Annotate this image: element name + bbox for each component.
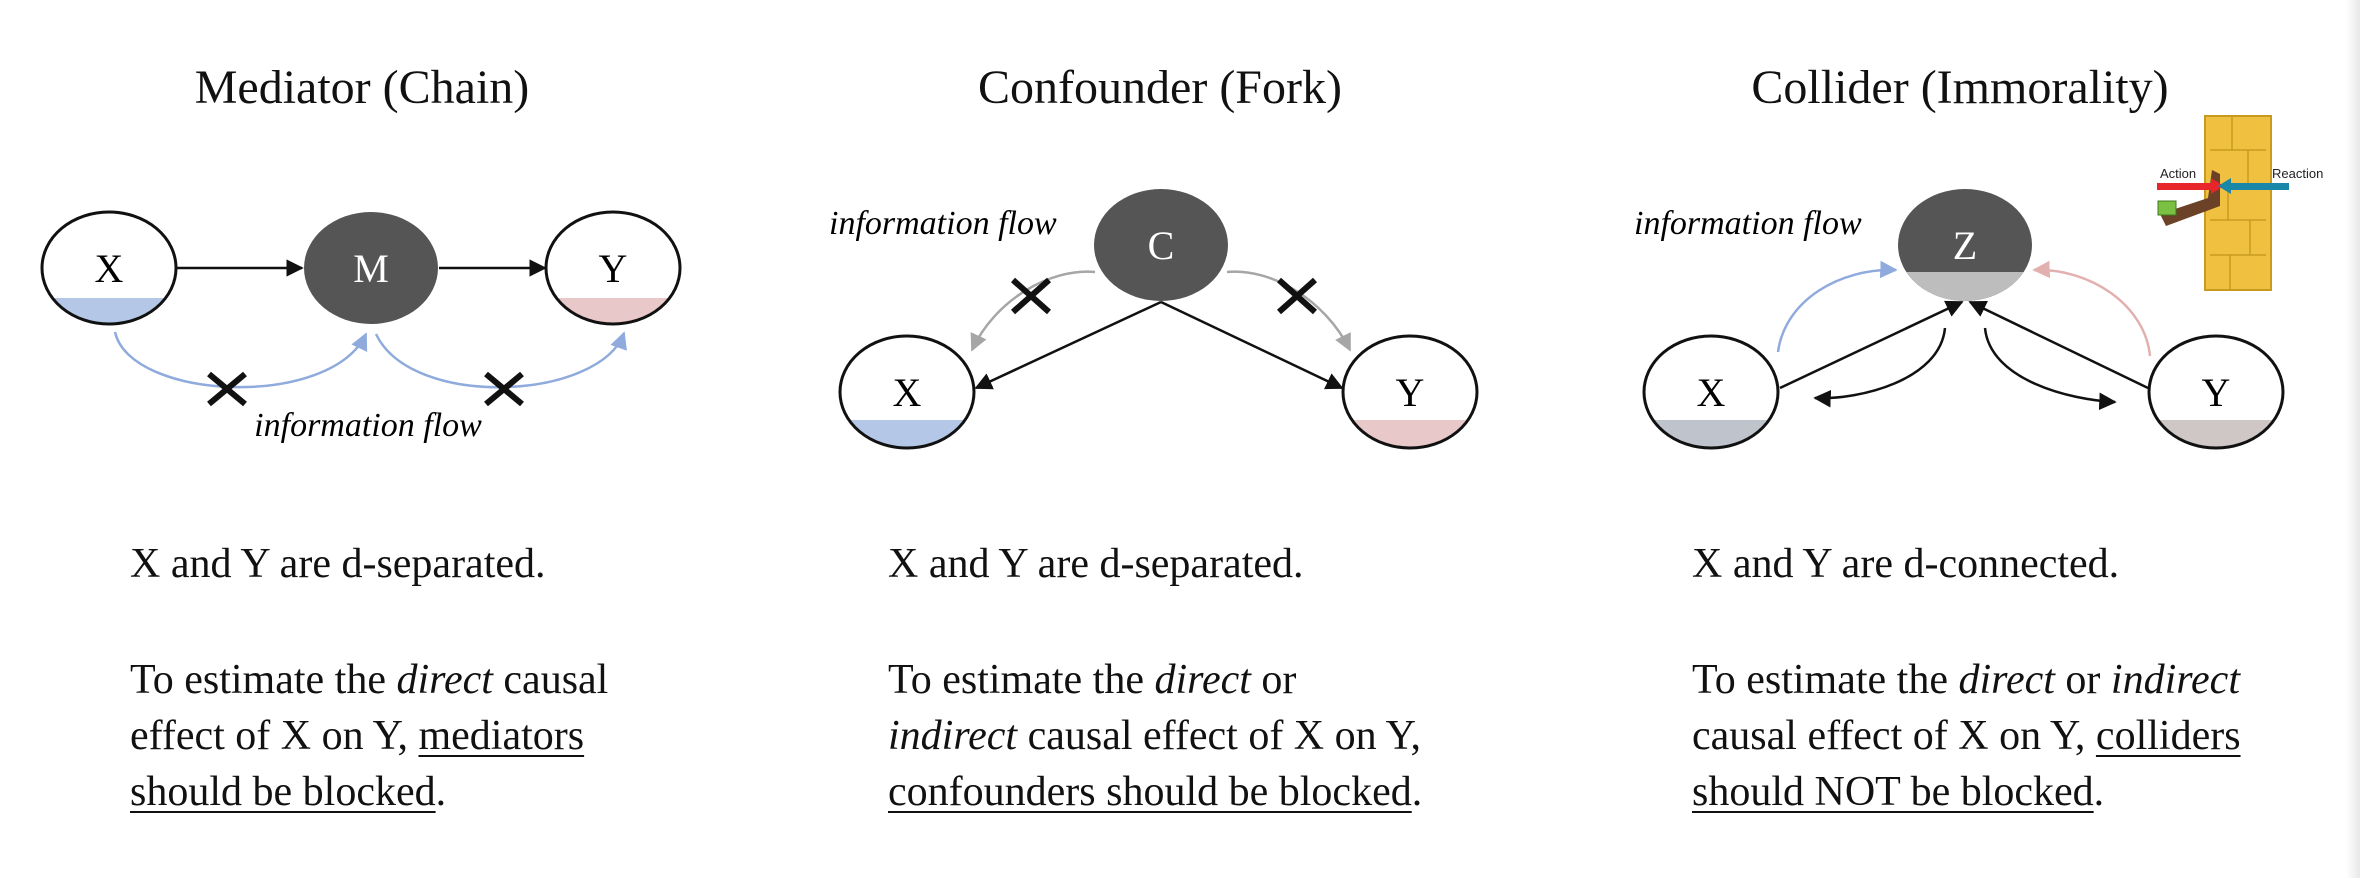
- collider-flow-x-z: [1776, 260, 1898, 353]
- mediator-node-m: M: [304, 212, 438, 324]
- confounder-flow-c-x: [970, 270, 1096, 352]
- mediator-flow-m-y: [374, 331, 627, 389]
- action-arrow-shaft: [2157, 183, 2213, 190]
- mediator-node-x: X: [40, 210, 178, 326]
- mediator-diagram: X M Y information flow: [40, 210, 682, 444]
- confounder-block-mark-left: [1011, 277, 1051, 315]
- mediator-block-mark-left: [207, 371, 247, 407]
- collider-curve-z-x: [1813, 327, 1947, 408]
- collider-node-x: X: [1642, 334, 1780, 450]
- confounder-node-c: C: [1094, 189, 1228, 301]
- confounder-diagram: C X Y information flow: [829, 189, 1479, 450]
- collider-arrow-y-z: [1968, 300, 2149, 390]
- confounder-node-y-label: Y: [1396, 370, 1425, 415]
- confounder-node-c-label: C: [1148, 223, 1175, 268]
- mediator-flow-label: information flow: [254, 407, 482, 444]
- mediator-block-mark-right: [484, 371, 524, 407]
- action-label: Action: [2160, 166, 2196, 181]
- collider-node-z-label: Z: [1953, 223, 1977, 268]
- collider-flow-y-z: [2032, 260, 2152, 357]
- collider-summary: X and Y are d-connected.: [1692, 541, 2120, 587]
- collider-diagram: Z X Y information flow: [1634, 115, 2323, 450]
- panel-title-confounder: Confounder (Fork): [978, 61, 1342, 114]
- confounder-arrow-c-x: [974, 300, 1162, 390]
- panel-confounder: Confounder (Fork) C X: [760, 0, 1560, 878]
- reaction-arrowhead: [2218, 178, 2231, 194]
- collider-estimate: To estimate the direct or indirect causa…: [1692, 657, 2241, 815]
- action-reaction-illustration: Action Reaction: [2157, 115, 2323, 291]
- confounder-arrow-c-y: [1160, 300, 1344, 390]
- page-edge-shadow: [2346, 0, 2360, 878]
- panel-mediator: Mediator (Chain) X M: [0, 0, 760, 878]
- mediator-node-x-label: X: [95, 246, 124, 291]
- collider-node-y-label: Y: [2202, 370, 2231, 415]
- mediator-estimate: To estimate the direct causal effect of …: [130, 657, 609, 815]
- reaction-arrow-shaft: [2229, 183, 2289, 190]
- collider-arrow-x-z: [1779, 300, 1964, 390]
- collider-flow-label: information flow: [1634, 205, 1862, 242]
- confounder-node-y: Y: [1341, 334, 1479, 450]
- confounder-summary: X and Y are d-separated.: [888, 541, 1304, 587]
- reaction-label: Reaction: [2272, 166, 2323, 181]
- confounder-estimate: To estimate the direct or indirect causa…: [888, 657, 1423, 815]
- panel-title-mediator: Mediator (Chain): [194, 61, 530, 114]
- confounder-node-x: X: [838, 334, 976, 450]
- confounder-flow-c-y: [1226, 270, 1352, 352]
- collider-node-x-label: X: [1697, 370, 1726, 415]
- mediator-node-y: Y: [544, 210, 682, 326]
- collider-node-z: Z: [1898, 189, 2032, 301]
- confounder-block-mark-right: [1277, 277, 1317, 315]
- panel-collider: Collider (Immorality) Z: [1560, 0, 2360, 878]
- confounder-node-x-label: X: [893, 370, 922, 415]
- confounder-flow-label: information flow: [829, 205, 1057, 242]
- collider-node-y: Y: [2147, 334, 2285, 450]
- mediator-summary: X and Y are d-separated.: [130, 541, 546, 587]
- mediator-node-y-label: Y: [599, 246, 628, 291]
- mediator-node-m-label: M: [353, 246, 389, 291]
- collider-curve-z-y: [1983, 327, 2117, 411]
- action-arrowhead: [2211, 178, 2224, 194]
- panel-title-collider: Collider (Immorality): [1751, 61, 2169, 114]
